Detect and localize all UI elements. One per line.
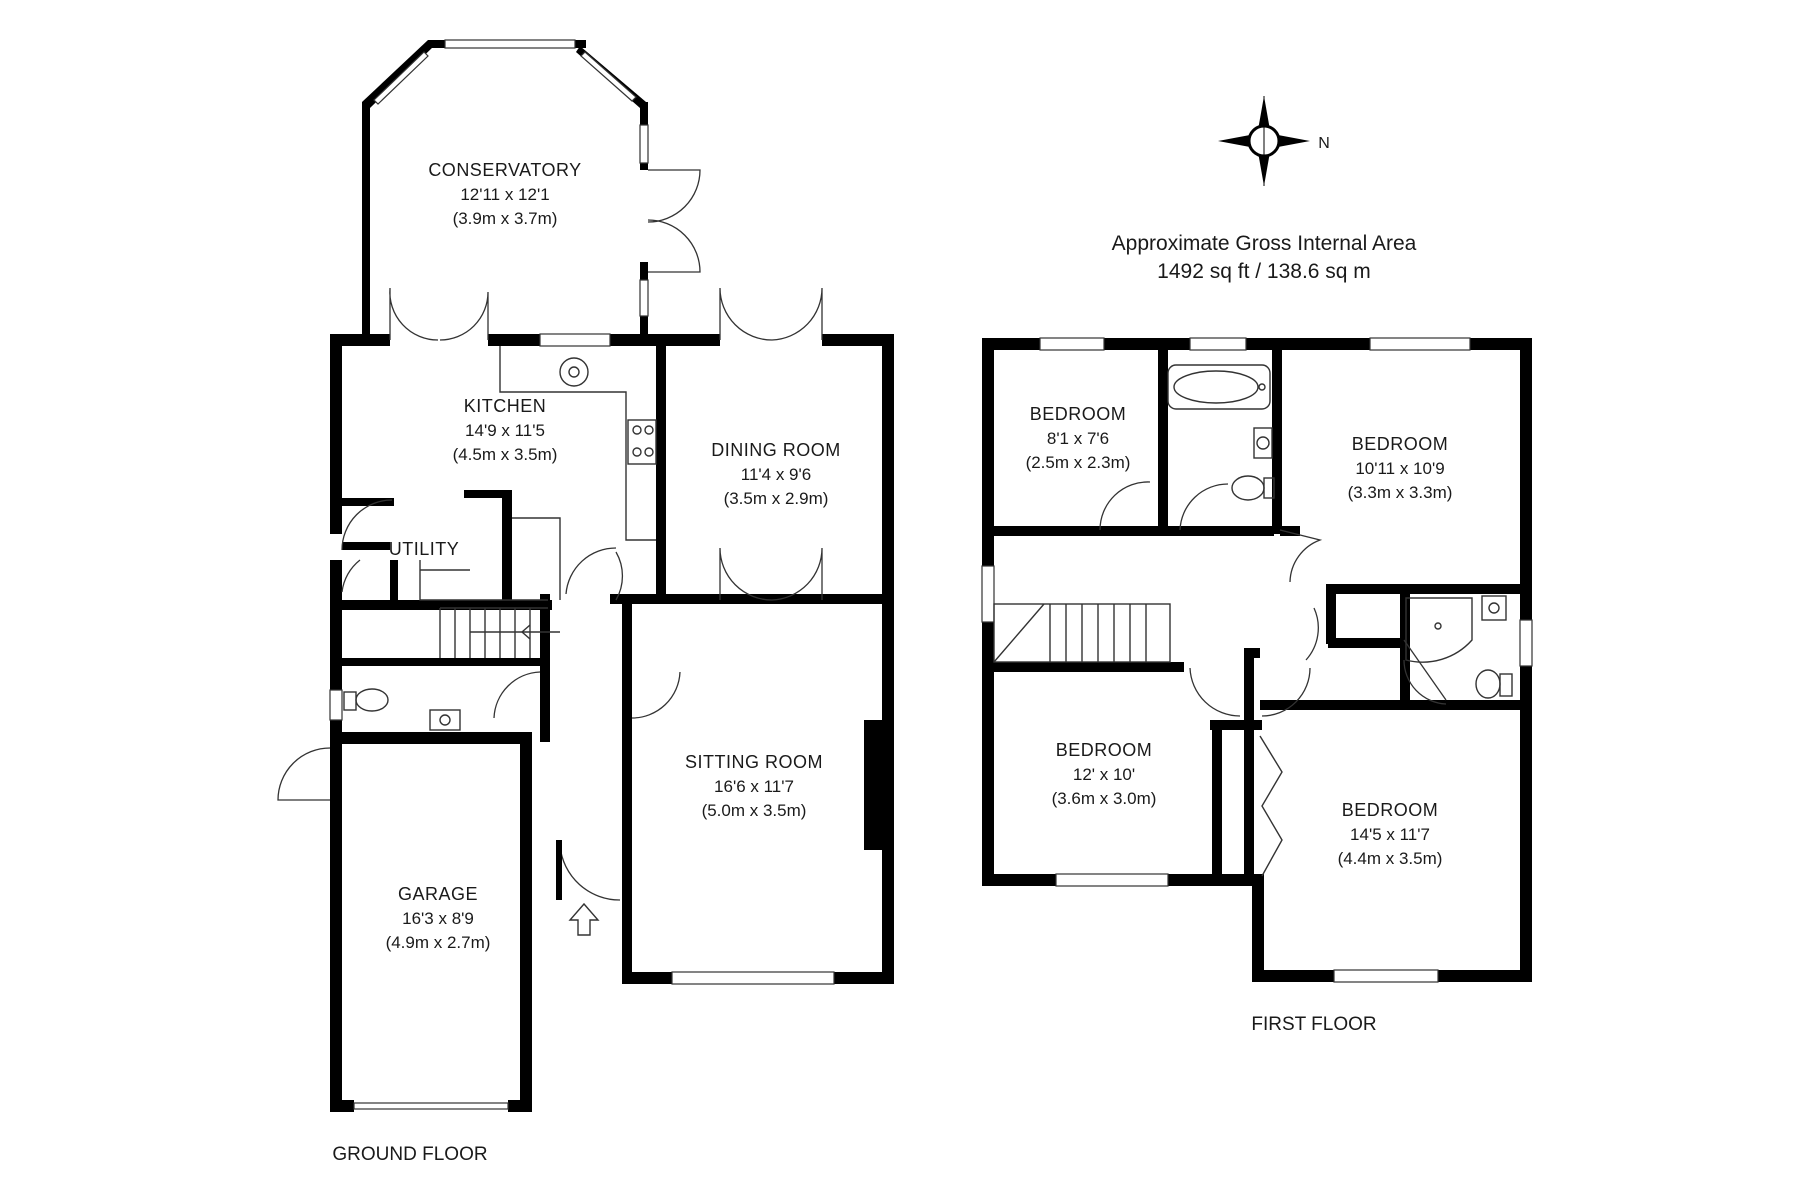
sitting-metric: (5.0m x 3.5m) xyxy=(702,801,807,820)
kitchen-fittings xyxy=(343,346,657,731)
room-label-garage: GARAGE 16'3 x 8'9 (4.9m x 2.7m) xyxy=(386,884,491,952)
garage-metric: (4.9m x 2.7m) xyxy=(386,933,491,952)
first-floor: BEDROOM 8'1 x 7'6 (2.5m x 2.3m) BEDROOM … xyxy=(981,337,1533,1035)
bedroom-4-metric: (4.4m x 3.5m) xyxy=(1338,849,1443,868)
room-label-sitting: SITTING ROOM 16'6 x 11'7 (5.0m x 3.5m) xyxy=(685,752,823,820)
garage-name: GARAGE xyxy=(398,884,478,904)
kitchen-metric: (4.5m x 3.5m) xyxy=(453,445,558,464)
area-summary: Approximate Gross Internal Area 1492 sq … xyxy=(1112,232,1417,283)
sitting-name: SITTING ROOM xyxy=(685,752,823,772)
bedroom-1-name: BEDROOM xyxy=(1030,404,1127,424)
first-outer-walls xyxy=(981,337,1533,983)
bedroom-1-metric: (2.5m x 2.3m) xyxy=(1026,453,1131,472)
conservatory-name: CONSERVATORY xyxy=(428,160,581,180)
bedroom-3-imperial: 12' x 10' xyxy=(1073,765,1135,784)
kitchen-imperial: 14'9 x 11'5 xyxy=(465,421,545,440)
room-label-utility: UTILITY xyxy=(389,539,460,559)
area-line-2: 1492 sq ft / 138.6 sq m xyxy=(1157,260,1371,283)
room-label-bedroom-2: BEDROOM 10'11 x 10'9 (3.3m x 3.3m) xyxy=(1348,434,1453,502)
room-label-conservatory: CONSERVATORY 12'11 x 12'1 (3.9m x 3.7m) xyxy=(428,160,581,228)
room-label-bedroom-3: BEDROOM 12' x 10' (3.6m x 3.0m) xyxy=(1052,740,1157,808)
garage-imperial: 16'3 x 8'9 xyxy=(402,909,474,928)
bedroom-4-name: BEDROOM xyxy=(1342,800,1439,820)
dining-metric: (3.5m x 2.9m) xyxy=(724,489,829,508)
conservatory-metric: (3.9m x 3.7m) xyxy=(453,209,558,228)
kitchen-name: KITCHEN xyxy=(464,396,547,416)
dining-name: DINING ROOM xyxy=(711,440,841,460)
ground-floor: CONSERVATORY 12'11 x 12'1 (3.9m x 3.7m) … xyxy=(277,39,894,1165)
bedroom-2-metric: (3.3m x 3.3m) xyxy=(1348,483,1453,502)
dining-imperial: 11'4 x 9'6 xyxy=(741,465,811,484)
room-label-bedroom-1: BEDROOM 8'1 x 7'6 (2.5m x 2.3m) xyxy=(1026,404,1131,472)
first-floor-label: FIRST FLOOR xyxy=(1251,1014,1376,1035)
ground-floor-label: GROUND FLOOR xyxy=(332,1144,487,1165)
compass-icon: N xyxy=(1218,96,1330,186)
conservatory-imperial: 12'11 x 12'1 xyxy=(460,185,549,204)
room-label-kitchen: KITCHEN 14'9 x 11'5 (4.5m x 3.5m) xyxy=(453,396,558,464)
sitting-imperial: 16'6 x 11'7 xyxy=(714,777,794,796)
bedroom-4-imperial: 14'5 x 11'7 xyxy=(1350,825,1430,844)
ground-outer-walls xyxy=(277,287,894,1112)
bedroom-3-name: BEDROOM xyxy=(1056,740,1153,760)
room-label-bedroom-4: BEDROOM 14'5 x 11'7 (4.4m x 3.5m) xyxy=(1338,800,1443,868)
bedroom-1-imperial: 8'1 x 7'6 xyxy=(1047,429,1109,448)
bedroom-2-imperial: 10'11 x 10'9 xyxy=(1355,459,1444,478)
conservatory-walls xyxy=(362,39,701,340)
bedroom-2-name: BEDROOM xyxy=(1352,434,1449,454)
bedroom-3-metric: (3.6m x 3.0m) xyxy=(1052,789,1157,808)
area-line-1: Approximate Gross Internal Area xyxy=(1112,232,1417,255)
compass-north-label: N xyxy=(1318,135,1330,152)
utility-name: UTILITY xyxy=(389,539,460,559)
room-label-dining: DINING ROOM 11'4 x 9'6 (3.5m x 2.9m) xyxy=(711,440,841,508)
